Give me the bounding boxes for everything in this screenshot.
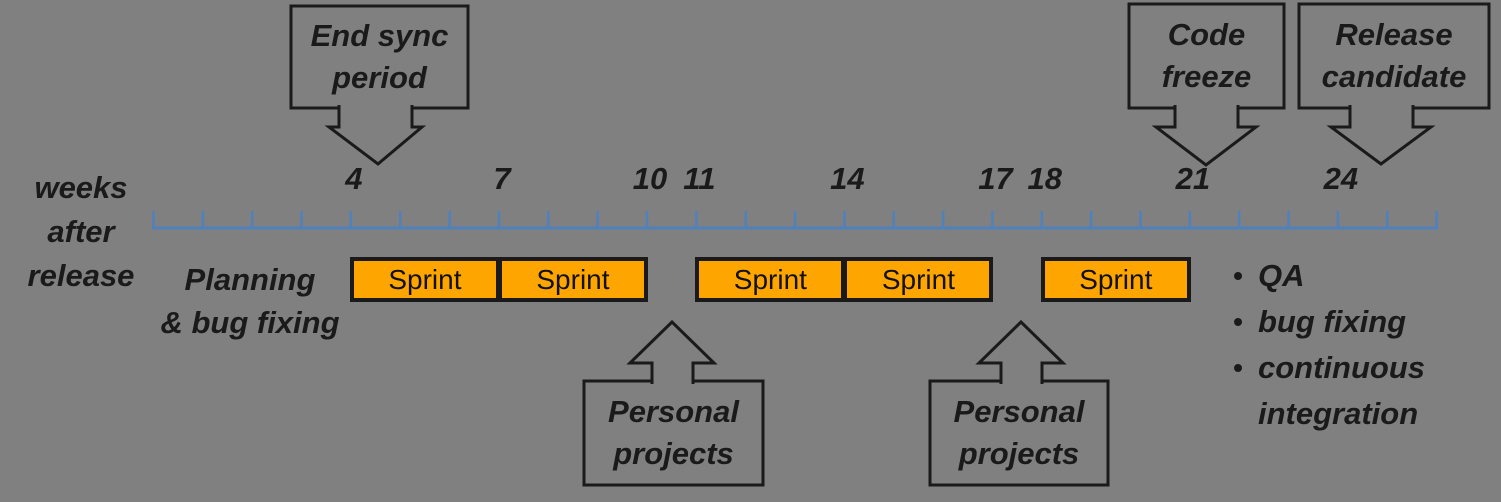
bullet-item-label: continuous integration [1258,350,1426,431]
end-sync-down-arrow-icon [324,105,427,166]
sprint-label: Sprint [881,263,955,295]
week-label: 21 [1175,161,1211,196]
personal-projects-2-callout-label: Personal projects [953,394,1085,471]
bullet-item: • continuous integration [1218,345,1458,437]
bullet-item-label: bug fixing [1258,304,1407,339]
sprint-box: Sprint [843,257,994,302]
bullet-dot-icon: • [1233,306,1243,337]
week-label: 10 [632,161,668,196]
sprint-box: Sprint [1040,257,1191,302]
sprint-label: Sprint [1079,263,1153,295]
axis-title: weeks after release [27,170,135,293]
sprint-label: Sprint [388,263,462,295]
week-label: 4 [345,161,363,196]
bullet-item: • bug fixing [1218,299,1458,345]
week-label: 24 [1323,161,1359,196]
personal-projects-1-up-arrow-icon [626,319,718,384]
bullet-item-label: QA [1258,258,1305,293]
week-label: 7 [493,161,511,196]
week-label: 14 [830,161,865,196]
personal-projects-1-callout-label: Personal projects [608,394,739,471]
bullet-item: • QA [1218,253,1458,299]
sprint-label: Sprint [536,263,610,295]
final-phase-bullet-list: • QA • bug fixing • continuous integration [1218,253,1458,437]
personal-projects-2-up-arrow-icon [975,319,1067,384]
sprint-box: Sprint [695,257,846,302]
sprint-label: Sprint [733,263,807,295]
planning-phase-label: Planning & bug fixing [160,262,340,340]
bullet-dot-icon: • [1233,352,1243,383]
sprint-box: Sprint [497,257,648,302]
sprint-box: Sprint [349,257,500,302]
code-freeze-down-arrow-icon [1151,105,1261,167]
week-label: 11 [683,161,716,196]
timeline-ruler [152,211,1439,230]
release-candidate-callout-label: Release candidate [1321,17,1467,94]
bullet-dot-icon: • [1233,260,1243,291]
week-label: 18 [1027,161,1063,196]
code-freeze-callout-label: Code freeze [1161,17,1252,94]
end-sync-callout-label: End sync period [310,18,449,95]
week-label: 17 [978,161,1013,196]
release-candidate-down-arrow-icon [1326,105,1436,166]
